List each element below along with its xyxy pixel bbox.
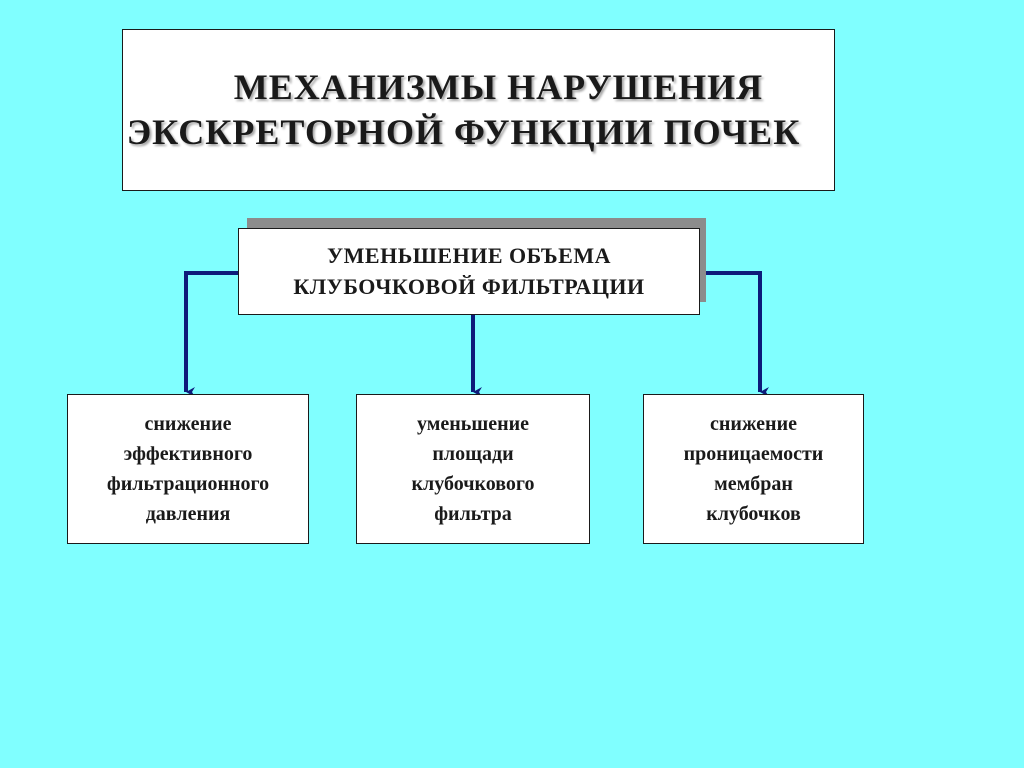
center-box: УМЕНЬШЕНИЕ ОБЪЕМА КЛУБОЧКОВОЙ ФИЛЬТРАЦИИ xyxy=(238,228,700,315)
child-line: эффективного xyxy=(123,443,253,465)
child-box-pressure: снижение эффективного фильтрационного да… xyxy=(67,394,309,544)
title-line-1: МЕХАНИЗМЫ НАРУШЕНИЯ xyxy=(233,67,764,107)
child-box-area: уменьшение площади клубочкового фильтра xyxy=(356,394,590,544)
child-line: уменьшение xyxy=(416,413,530,435)
child-line: фильтрационного xyxy=(106,473,270,495)
child-line: мембран xyxy=(714,473,793,495)
child-line: клубочков xyxy=(706,503,801,525)
child-line: снижение xyxy=(144,413,232,435)
title-box: МЕХАНИЗМЫ НАРУШЕНИЯ ЭКСКРЕТОРНОЙ ФУНКЦИИ… xyxy=(122,29,835,191)
title-line-2: ЭКСКРЕТОРНОЙ ФУНКЦИИ ПОЧЕК xyxy=(126,112,801,152)
child-line: клубочкового xyxy=(411,473,535,495)
connector-left xyxy=(184,271,238,397)
child-line: давления xyxy=(145,503,231,525)
child-box-permeability: снижение проницаемости мембран клубочков xyxy=(643,394,864,544)
child-line: снижение xyxy=(710,413,797,435)
connector-right xyxy=(700,271,769,397)
center-line-2: КЛУБОЧКОВОЙ ФИЛЬТРАЦИИ xyxy=(293,273,645,299)
child-line: проницаемости xyxy=(683,443,824,465)
child-line: площади xyxy=(432,443,514,465)
child-line: фильтра xyxy=(434,503,512,525)
center-line-1: УМЕНЬШЕНИЕ ОБЪЕМА xyxy=(327,242,611,268)
